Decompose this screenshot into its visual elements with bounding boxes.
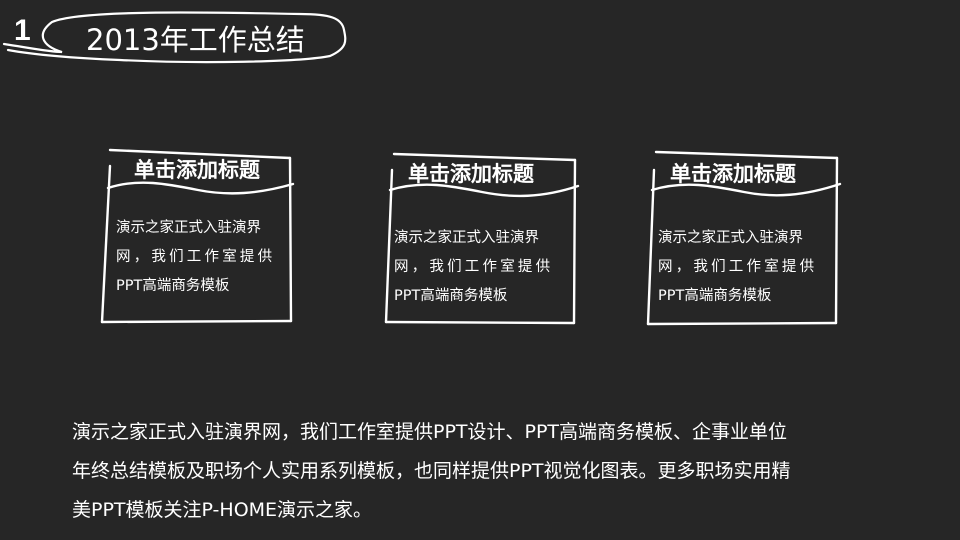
card-3-hand-drawn-frame [646,150,842,326]
description-line: 美PPT模板关注P-HOME演示之家。 [72,499,373,521]
card-3: 单击添加标题 演示之家正式入驻演界 网，我们工作室提供 PPT高端商务模板 [644,148,844,330]
card-title[interactable]: 单击添加标题 [408,162,534,186]
card-body-line: 演示之家正式入驻演界 [394,230,539,246]
card-body: 演示之家正式入驻演界 网，我们工作室提供 PPT高端商务模板 [394,224,574,311]
card-body-line: 演示之家正式入驻演界 [658,230,803,246]
card-body-line: 网，我们工作室提供 [658,259,818,275]
description-line: 演示之家正式入驻演界网，我们工作室提供PPT设计、PPT高端商务模板、企事业单位 [72,421,788,443]
card-1: 单击添加标题 演示之家正式入驻演界 网，我们工作室提供 PPT高端商务模板 [98,144,298,328]
card-title[interactable]: 单击添加标题 [134,158,260,182]
card-body-line: 演示之家正式入驻演界 [116,220,261,236]
description-line: 年终总结模板及职场个人实用系列模板，也同样提供PPT视觉化图表。更多职场实用精 [72,460,791,482]
card-1-hand-drawn-frame [100,148,295,324]
card-body-line: PPT高端商务模板 [116,278,230,294]
card-body-line: PPT高端商务模板 [658,288,772,304]
page-title: 2013年工作总结 [86,23,305,57]
section-number: 1 [14,14,31,47]
card-2-hand-drawn-frame [384,152,580,325]
card-body-line: 网，我们工作室提供 [116,249,276,265]
card-body: 演示之家正式入驻演界 网，我们工作室提供 PPT高端商务模板 [116,214,296,301]
card-body-line: PPT高端商务模板 [394,288,508,304]
card-2: 单击添加标题 演示之家正式入驻演界 网，我们工作室提供 PPT高端商务模板 [382,148,582,330]
card-body-line: 网，我们工作室提供 [394,259,554,275]
title-scribble-oval [2,11,347,64]
card-body: 演示之家正式入驻演界 网，我们工作室提供 PPT高端商务模板 [658,224,838,311]
card-title[interactable]: 单击添加标题 [670,162,796,186]
description-paragraph: 演示之家正式入驻演界网，我们工作室提供PPT设计、PPT高端商务模板、企事业单位… [72,413,902,530]
